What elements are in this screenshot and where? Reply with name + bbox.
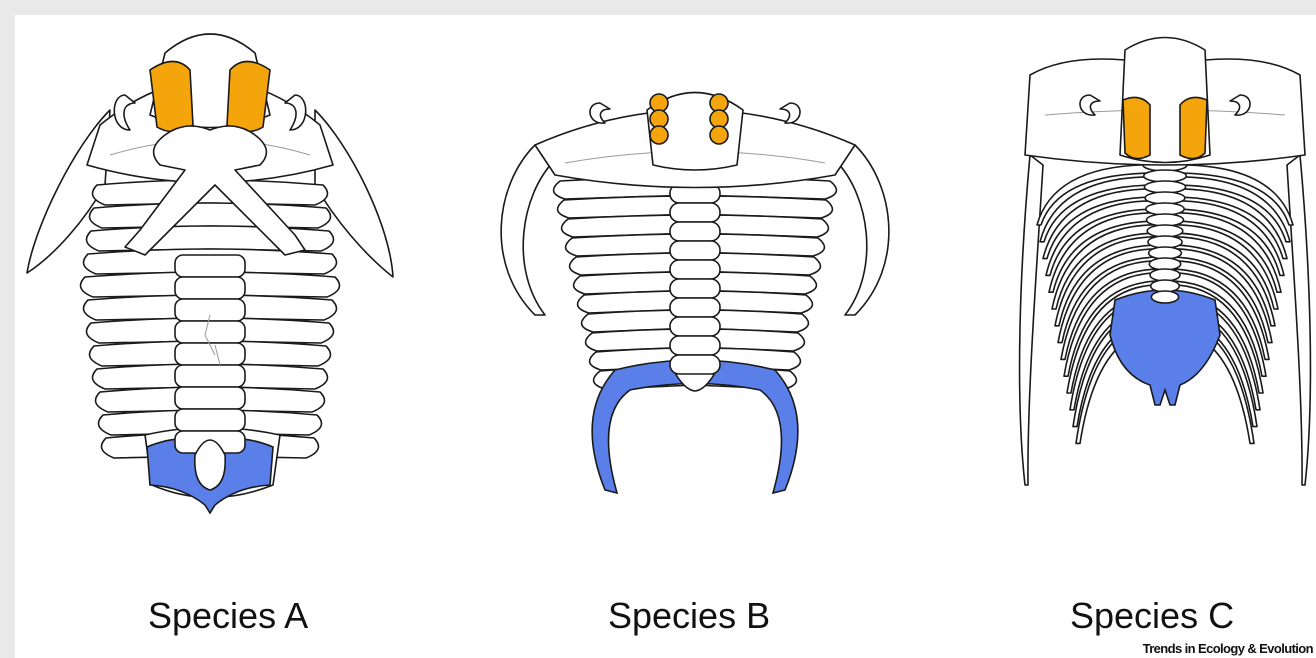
species-c-label: Species C <box>1070 595 1234 637</box>
journal-credit: Trends in Ecology & Evolution <box>1143 641 1313 656</box>
trilobite-species-a <box>27 34 393 513</box>
species-a-label: Species A <box>148 595 308 637</box>
trilobite-illustrations: .o { stroke:#1a1a1a; stroke-width:1.6; f… <box>15 15 1316 575</box>
trilobite-species-b <box>501 93 889 494</box>
figure-panel: .o { stroke:#1a1a1a; stroke-width:1.6; f… <box>15 15 1316 658</box>
trilobite-species-c <box>1020 38 1311 486</box>
species-b-label: Species B <box>608 595 770 637</box>
